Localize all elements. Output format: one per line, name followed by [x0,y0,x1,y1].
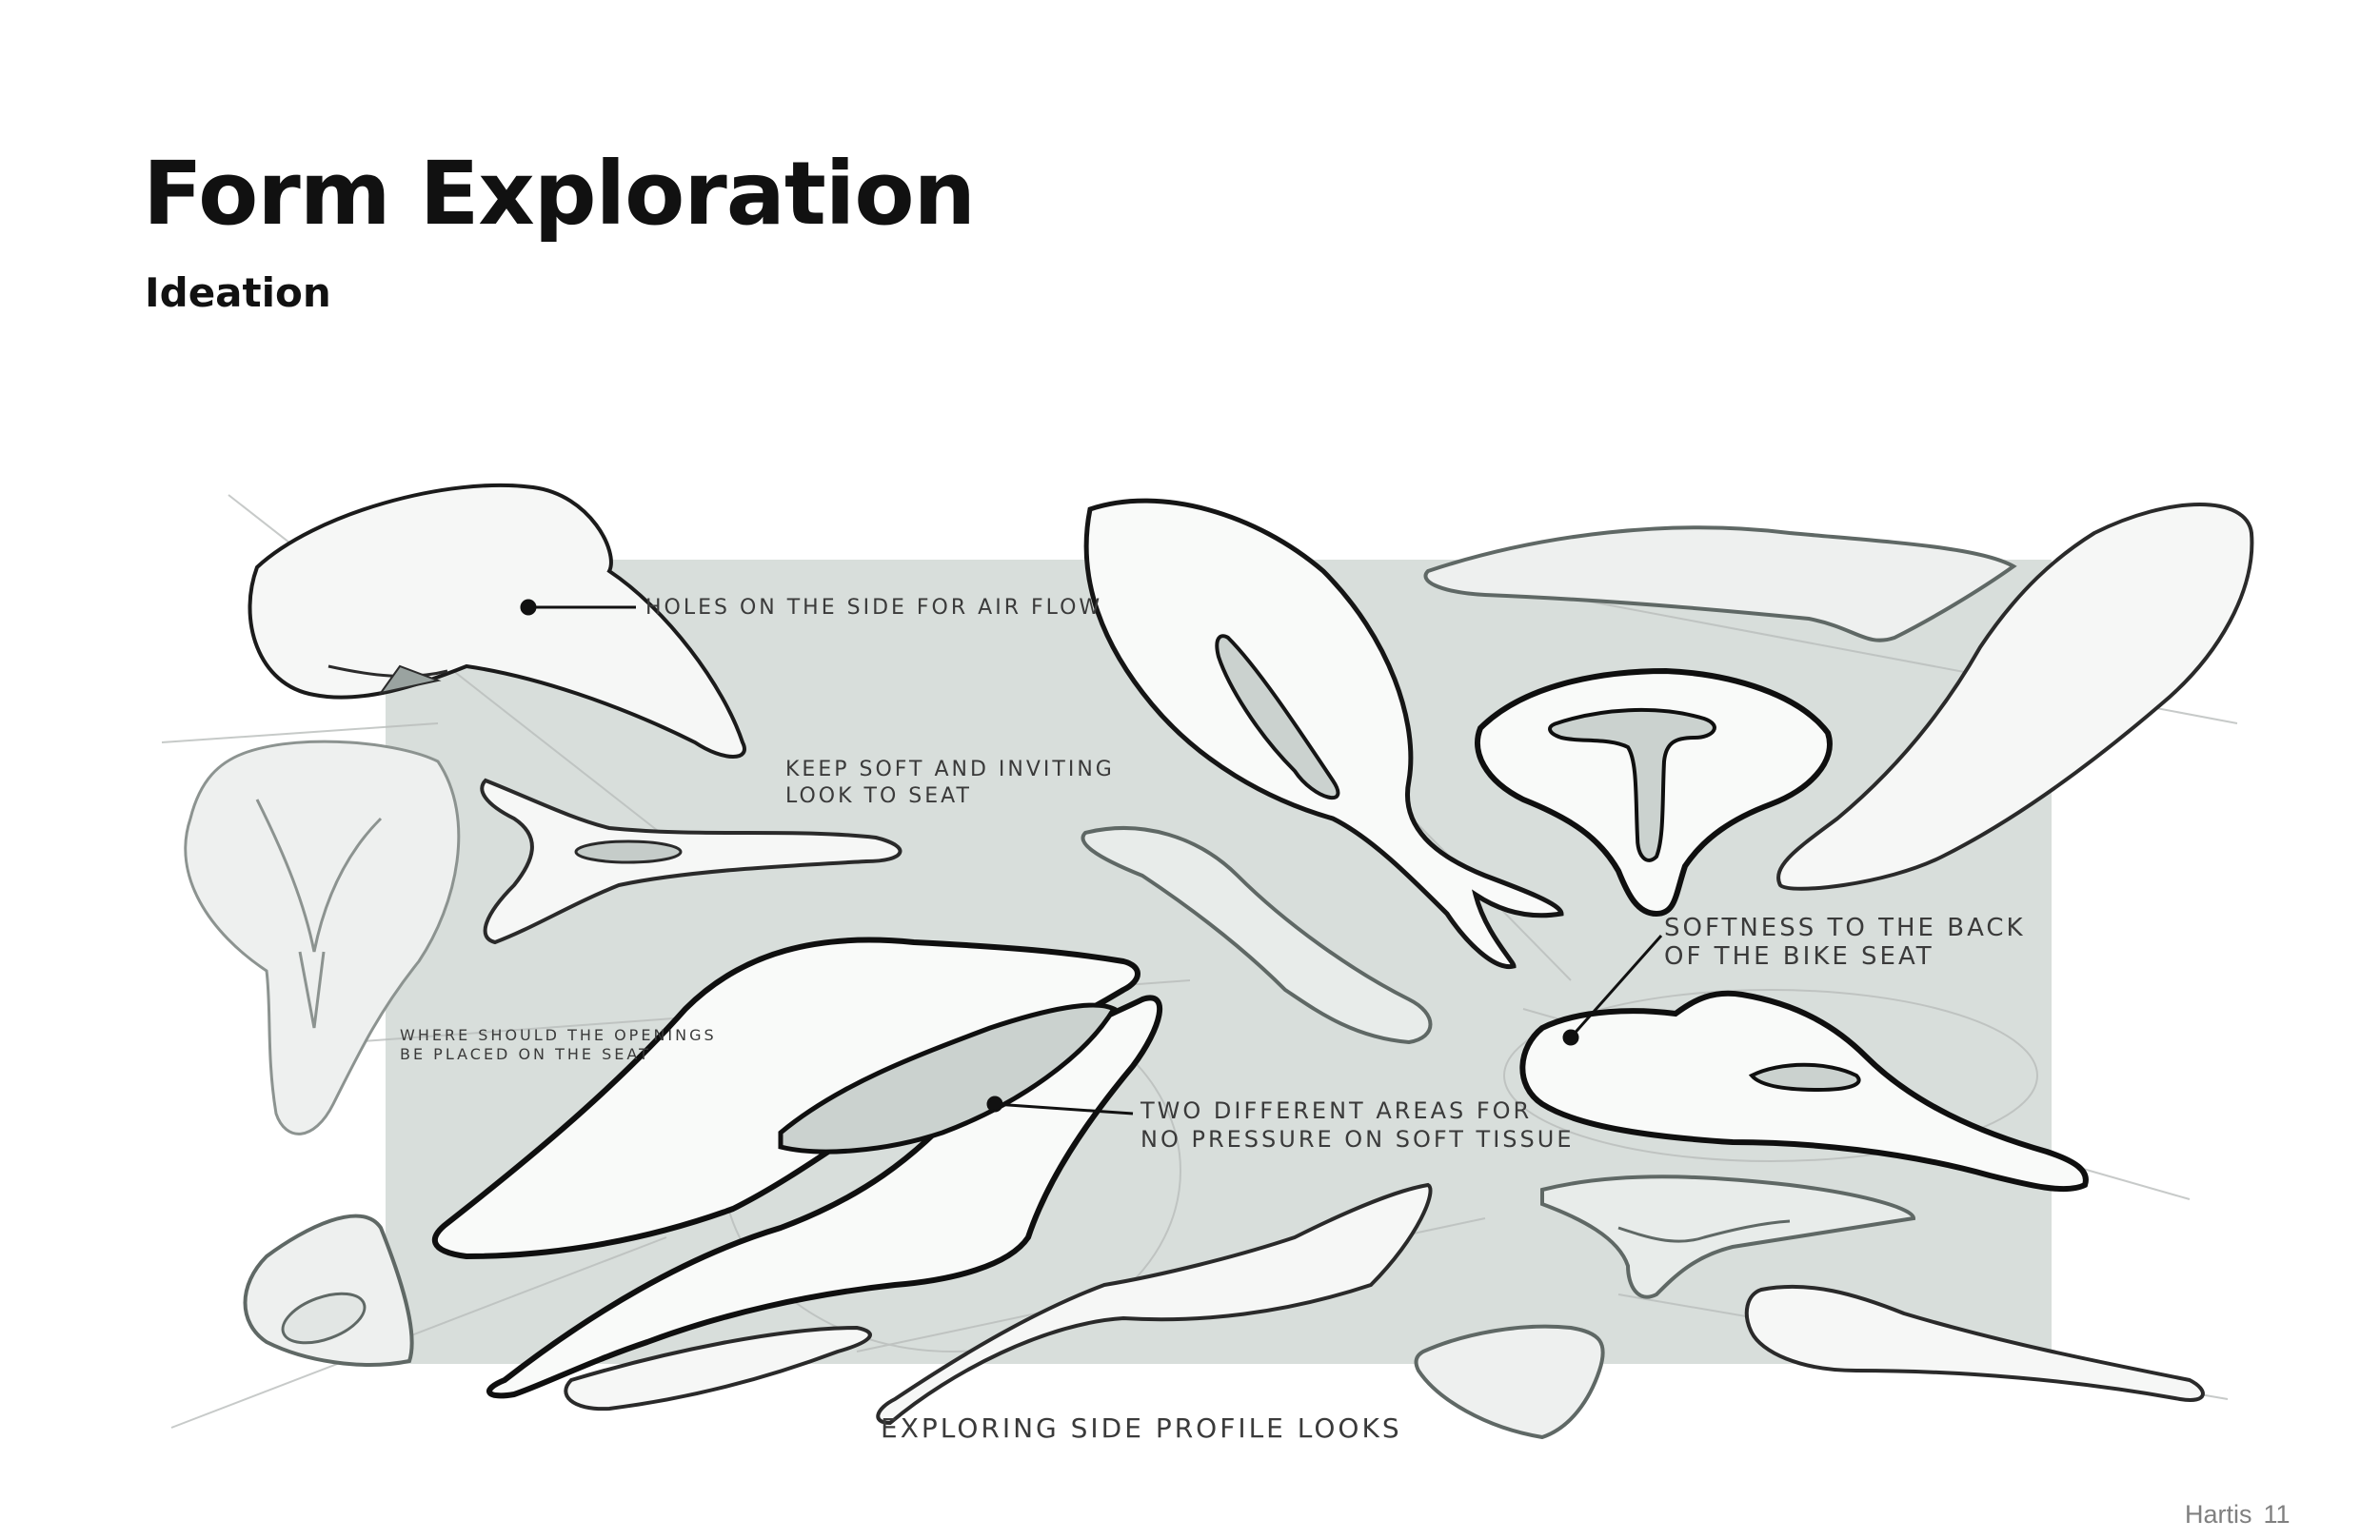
page-footer: Hartis 11 [2185,1502,2291,1528]
saddle-sketch-flat-top [1423,525,2017,642]
saddle-sketch-droplet [1083,498,1564,969]
note-keep-soft-2: LOOK TO SEAT [785,784,972,808]
note-holes: HOLES ON THE SIDE FOR AIR FLOW [645,596,1102,620]
note-two-areas-1: TWO DIFFERENT AREAS FOR [1140,1097,1532,1124]
page-title: Form Exploration [143,143,976,245]
saddle-sketch-small [243,1214,414,1367]
saddle-sketch-cutout [480,778,902,945]
saddle-sketch-long-nose [1744,1284,2205,1402]
note-softness-1: SOFTNESS TO THE BACK [1664,914,2026,942]
saddle-sketch-top-view [184,740,461,1135]
note-keep-soft-1: KEEP SOFT AND INVITING [785,758,1115,781]
note-softness-2: OF THE BIKE SEAT [1664,942,1934,971]
page-subtitle: Ideation [145,269,331,316]
saddle-sketch-wedge [1540,1175,1916,1299]
saddle-sketch-stub [1414,1324,1605,1440]
note-openings-2: BE PLACED ON THE SEAT [400,1045,651,1063]
saddle-sketch-rounded-back [1519,990,2089,1193]
saddle-sketch-wing [1081,826,1433,1045]
saddle-sketch-t-shape [1475,667,1833,918]
page-number: 11 [2263,1500,2291,1529]
saddle-sketch-leaf [1776,503,2254,891]
saddle-sketch-side-profile [876,1182,1433,1426]
saddle-sketch-top-left [248,483,746,759]
callout-leaders [520,599,1663,1116]
note-openings-1: WHERE SHOULD THE OPENINGS [400,1026,717,1044]
footer-author: Hartis [2185,1500,2252,1529]
note-side-profile: EXPLORING SIDE PROFILE LOOKS [881,1412,1402,1444]
saddle-sketch-nose [564,1325,872,1412]
note-two-areas-2: NO PRESSURE ON SOFT TISSUE [1140,1126,1575,1153]
